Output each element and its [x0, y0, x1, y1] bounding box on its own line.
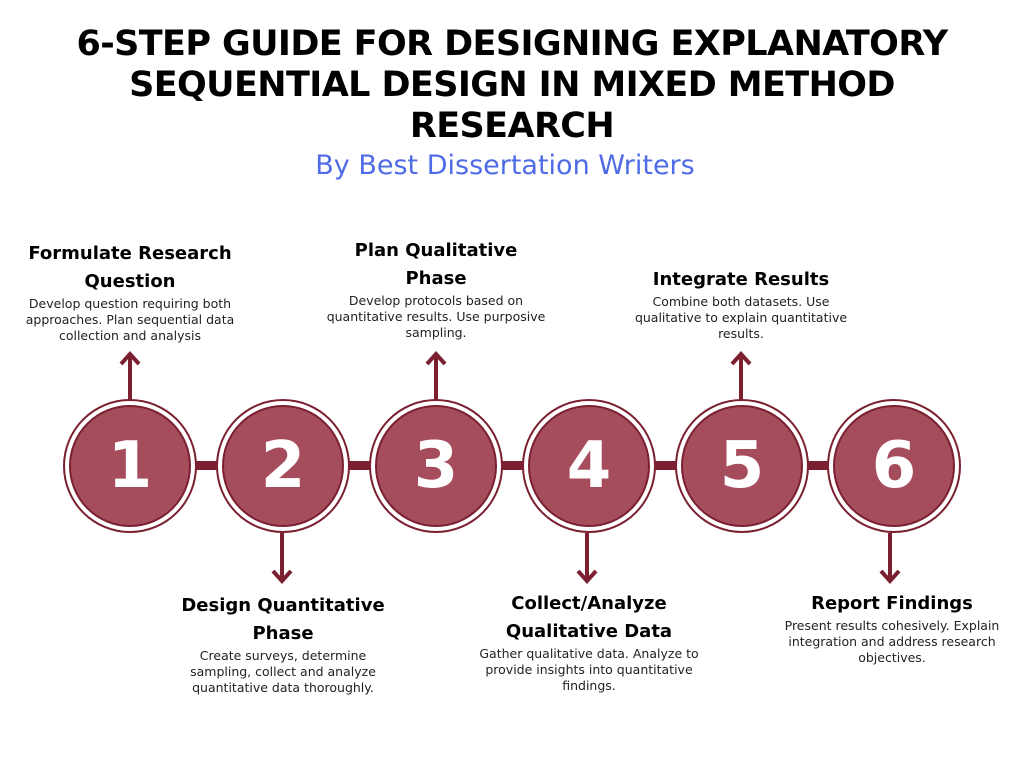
- step-circle-5: 5: [681, 405, 803, 527]
- step-description: Create surveys, determine sampling, coll…: [190, 648, 376, 695]
- page-subtitle: By Best Dissertation Writers: [315, 150, 695, 181]
- step-title: Report Findings: [811, 593, 973, 614]
- step-label-3: Plan Qualitative Phase Develop protocols…: [326, 237, 546, 341]
- step-title: Design Quantitative Phase: [181, 595, 385, 644]
- step-title: Collect/Analyze Qualitative Data: [505, 593, 673, 642]
- step-description: Develop protocols based on quantitative …: [326, 293, 546, 340]
- step-description: Combine both datasets. Use qualitative t…: [634, 294, 848, 341]
- arrow-down-icon: [576, 533, 598, 584]
- page-title: 6-STEP GUIDE FOR DESIGNING EXPLANATORY S…: [76, 24, 948, 146]
- step-description: Present results cohesively. Explain inte…: [784, 618, 1000, 665]
- arrow-down-icon: [271, 533, 293, 584]
- step-title: Formulate Research Question: [28, 243, 232, 292]
- step-label-2: Design Quantitative Phase Create surveys…: [168, 592, 398, 696]
- step-label-4: Collect/Analyze Qualitative Data Gather …: [474, 590, 704, 694]
- step-circle-4: 4: [528, 405, 650, 527]
- arrow-up-icon: [730, 351, 752, 400]
- timeline-connector: [110, 461, 900, 470]
- step-description: Develop question requiring both approach…: [25, 296, 235, 343]
- step-circle-2: 2: [222, 405, 344, 527]
- step-circle-6: 6: [833, 405, 955, 527]
- arrow-up-icon: [425, 351, 447, 400]
- step-title: Integrate Results: [652, 269, 830, 290]
- arrow-down-icon: [879, 533, 901, 584]
- step-circle-1: 1: [69, 405, 191, 527]
- step-label-5: Integrate Results Combine both datasets.…: [621, 266, 861, 342]
- arrow-up-icon: [119, 351, 141, 400]
- step-description: Gather qualitative data. Analyze to prov…: [479, 646, 699, 693]
- step-title: Plan Qualitative Phase: [354, 240, 518, 289]
- step-label-1: Formulate Research Question Develop ques…: [10, 240, 250, 344]
- step-label-6: Report Findings Present results cohesive…: [774, 590, 1010, 666]
- step-circle-3: 3: [375, 405, 497, 527]
